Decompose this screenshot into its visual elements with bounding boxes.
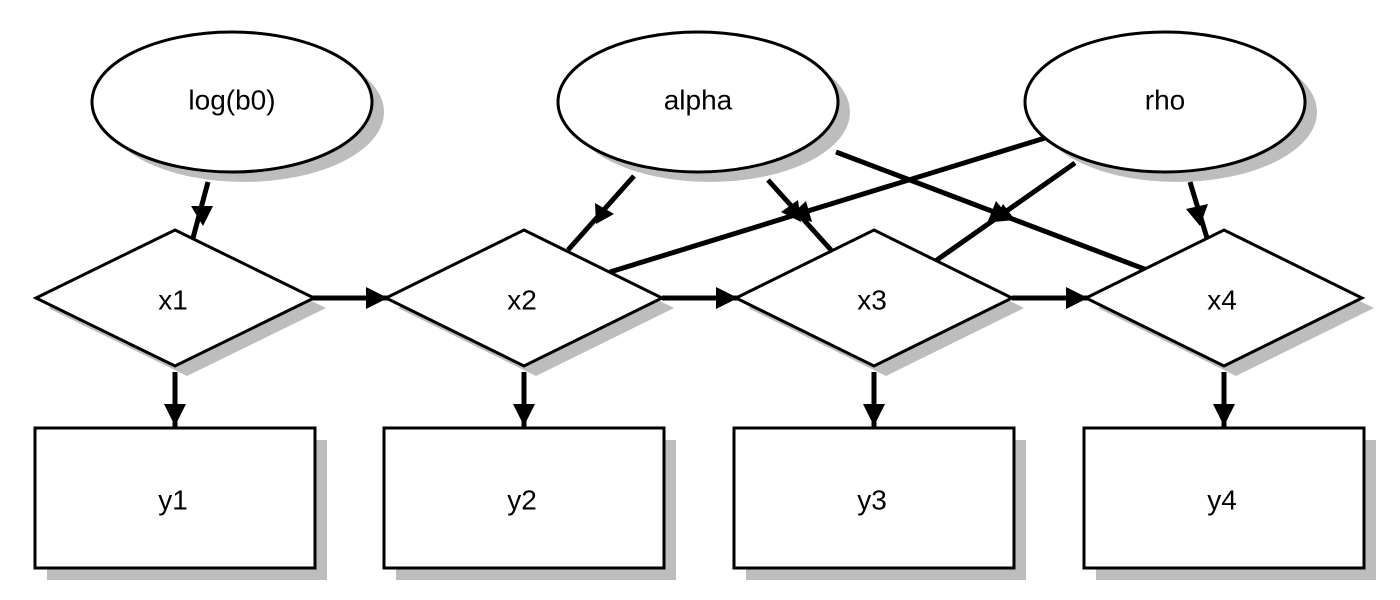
node-rho-shape	[1023, 30, 1307, 174]
node-logb0-shape	[90, 30, 374, 174]
node-y1-shape	[33, 426, 317, 570]
node-y4-shape	[1082, 426, 1366, 570]
node-logb0-label: log(b0)	[188, 84, 275, 115]
node-y1: y1	[33, 426, 327, 580]
arrowhead-rho-x4	[1186, 204, 1208, 226]
arrowhead-x3-y3	[863, 404, 885, 426]
arrowhead-x2-y2	[513, 404, 535, 426]
node-y3: y3	[732, 426, 1026, 580]
node-alpha: alpha	[556, 30, 850, 182]
node-x4: x4	[1082, 228, 1374, 376]
edge-rho-x2	[609, 135, 1046, 275]
arrowhead-alpha-x2	[595, 203, 614, 224]
node-rho: rho	[1023, 30, 1317, 182]
node-x1-shape	[32, 228, 318, 368]
node-y2: y2	[382, 426, 676, 580]
arrowhead-rho-x2	[790, 201, 812, 222]
node-y2-shape	[382, 426, 666, 570]
node-x1: x1	[32, 228, 326, 376]
node-alpha-shape	[556, 30, 840, 174]
node-alpha-label: alpha	[664, 84, 733, 115]
arrowhead-x1-x2	[366, 287, 388, 309]
node-y2-label: y2	[507, 484, 537, 515]
node-x2: x2	[382, 228, 674, 376]
node-x3-label: x3	[857, 284, 887, 315]
node-y4: y4	[1082, 426, 1376, 580]
arrowhead-x1-y1	[164, 404, 186, 426]
node-y3-label: y3	[857, 484, 887, 515]
node-x2-shape	[382, 228, 666, 368]
arrowhead-rho-x3	[993, 204, 1015, 222]
arrowhead-x3-x4	[1066, 287, 1088, 309]
node-x3-shape	[732, 228, 1016, 368]
node-y1-label: y1	[158, 484, 188, 515]
node-x4-label: x4	[1207, 284, 1237, 315]
edges	[164, 135, 1235, 428]
node-y3-shape	[732, 426, 1016, 570]
arrowhead-x2-x3	[716, 287, 738, 309]
node-x4-shape	[1082, 228, 1366, 368]
node-x2-label: x2	[507, 284, 537, 315]
arrowhead-x4-y4	[1213, 404, 1235, 426]
arrowhead-logb0-x1	[191, 206, 213, 226]
node-logb0: log(b0)	[90, 30, 384, 182]
edge-alpha-x4	[835, 149, 1148, 273]
node-rho-label: rho	[1145, 84, 1185, 115]
node-x3: x3	[732, 228, 1024, 376]
node-x1-label: x1	[158, 284, 188, 315]
node-y4-label: y4	[1207, 484, 1237, 515]
